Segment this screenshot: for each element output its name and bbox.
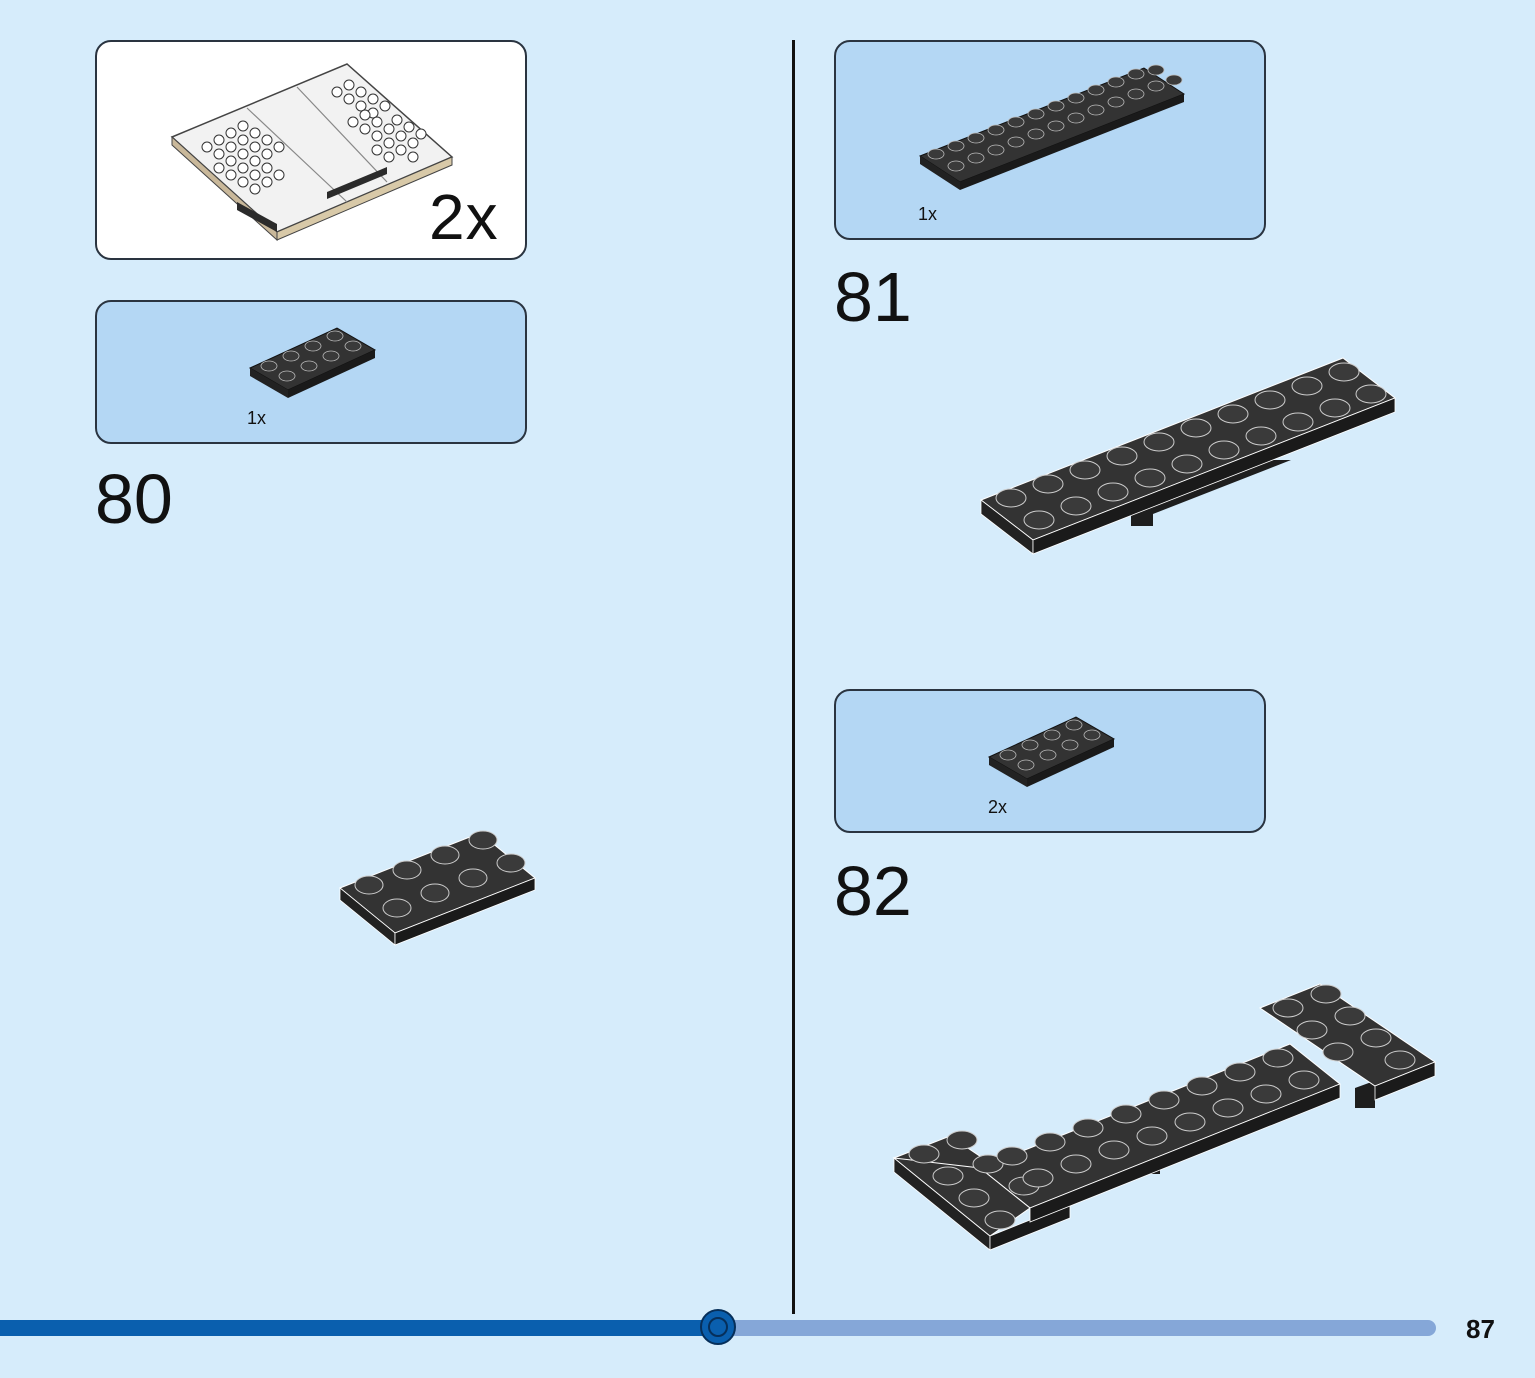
subassembly-quantity: 2x	[429, 181, 499, 253]
step-81-number: 81	[834, 258, 912, 336]
step-80-plate-illustration	[339, 830, 536, 946]
step-80-parts-box: 1x	[95, 300, 527, 444]
step-82-parts-box: 2x	[834, 689, 1266, 833]
black-plate-2x4-icon	[248, 327, 377, 398]
black-plate-2x12-icon	[918, 64, 1186, 190]
step-80-part-quantity: 1x	[247, 408, 267, 428]
column-divider	[792, 40, 795, 1314]
subassembly-callout: 2x	[95, 40, 527, 260]
step-81-parts-box: 1x	[834, 40, 1266, 240]
page-number: 87	[1466, 1314, 1495, 1344]
step-82-number: 82	[834, 852, 912, 930]
progress-bar-fill	[0, 1320, 720, 1336]
step-81-part-quantity: 1x	[918, 204, 938, 224]
progress-indicator-icon	[700, 1309, 736, 1345]
step-80-number: 80	[95, 460, 173, 538]
step-81-plates-illustration	[979, 357, 1397, 555]
progress-bar-track	[712, 1320, 1436, 1336]
white-baseplate-assembly-illustration	[170, 63, 454, 242]
step-82-part-quantity: 2x	[988, 797, 1008, 817]
step-82-plates-illustration	[892, 983, 1437, 1251]
black-plate-2x4-icon	[987, 716, 1116, 787]
